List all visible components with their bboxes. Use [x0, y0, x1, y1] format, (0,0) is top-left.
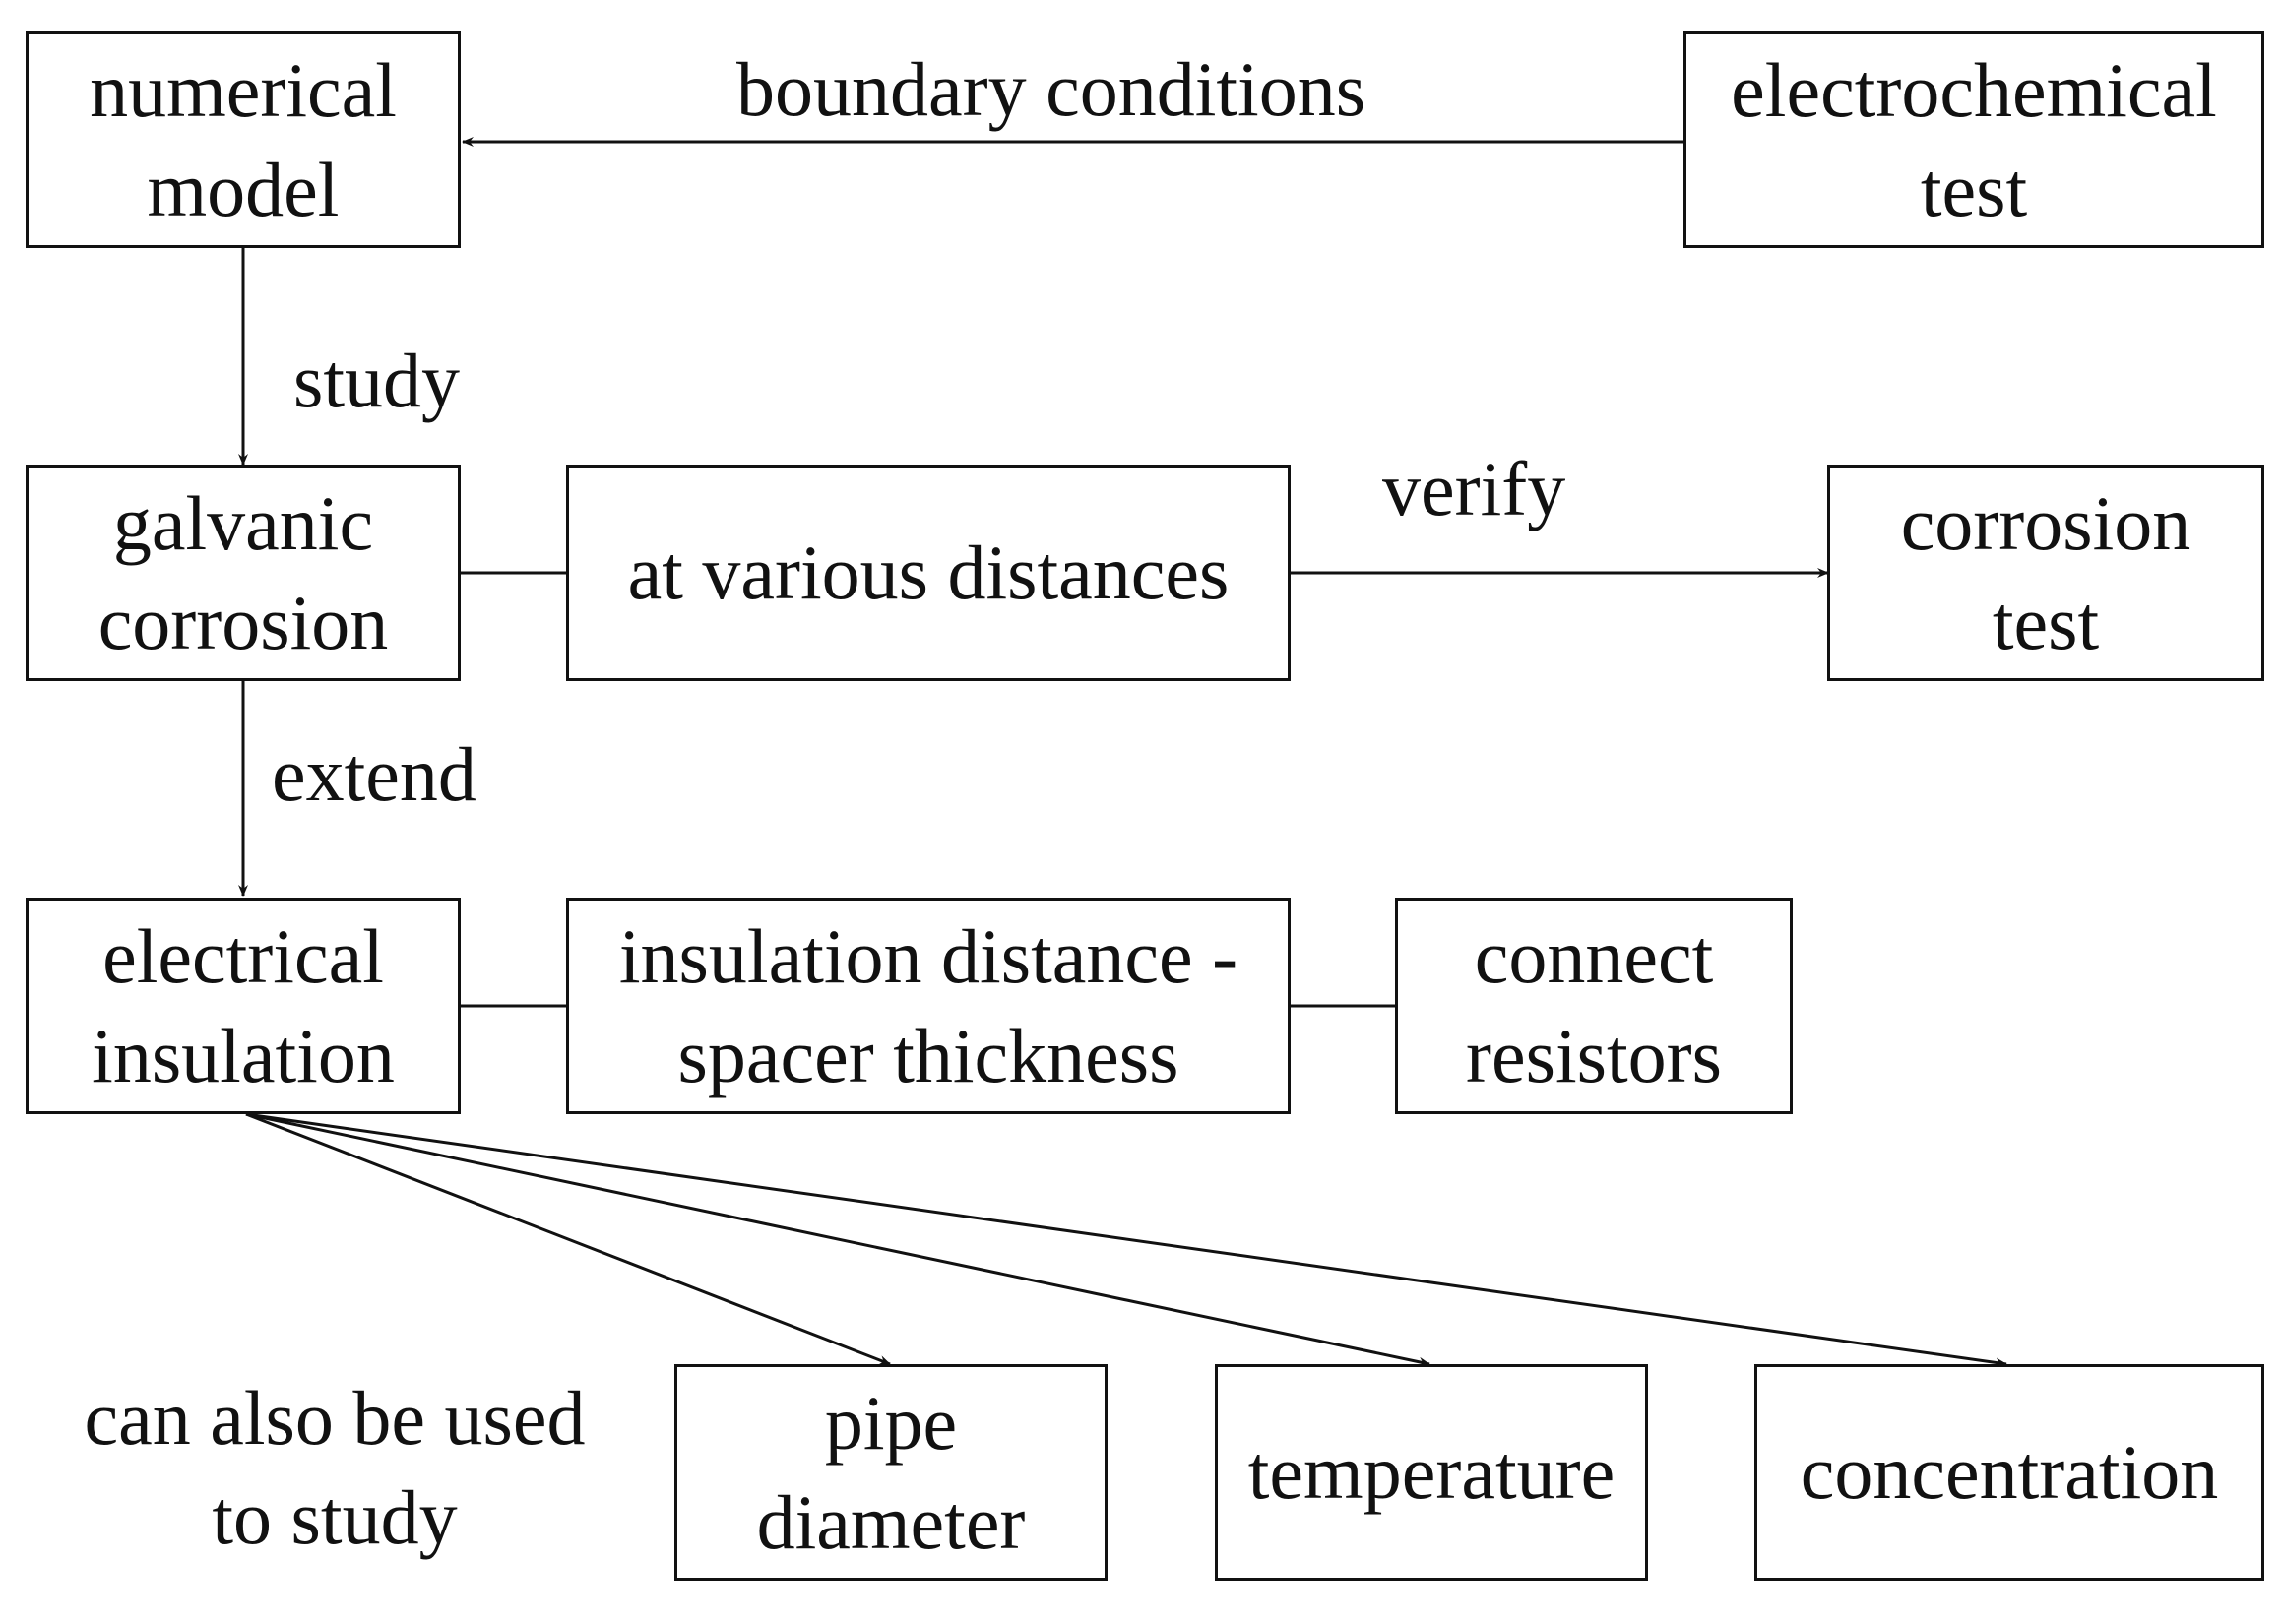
arrow-concentration	[245, 1112, 2007, 1368]
arrow-temperature	[245, 1112, 1430, 1367]
node-line: electrical	[102, 912, 384, 999]
node-pipe-diameter: pipe diameter	[674, 1364, 1108, 1581]
node-electrical-insulation: electrical insulation	[26, 898, 461, 1114]
node-line: diameter	[756, 1479, 1026, 1565]
node-numerical-model: numerical model	[26, 31, 461, 248]
node-line: concentration	[1800, 1429, 2219, 1516]
node-line: corrosion	[97, 580, 389, 665]
label-also-used: can also be used to study	[84, 1375, 586, 1561]
node-line: numerical	[90, 46, 397, 133]
node-line: corrosion	[1900, 479, 2191, 566]
node-line: electrochemical	[1731, 46, 2217, 133]
node-line: connect	[1474, 912, 1714, 999]
node-line: insulation	[92, 1013, 395, 1098]
node-line: pipe	[824, 1379, 958, 1466]
node-line: resistors	[1466, 1013, 1722, 1098]
node-line: temperature	[1247, 1429, 1616, 1516]
node-line: at various distances	[627, 530, 1230, 616]
node-various-distances: at various distances	[566, 465, 1291, 681]
node-line: spacer thickness	[677, 1013, 1179, 1098]
label-study: study	[293, 338, 461, 423]
node-electrochemical-test: electrochemical test	[1683, 31, 2264, 248]
node-line: galvanic	[112, 479, 374, 566]
node-connect-resistors: connect resistors	[1395, 898, 1793, 1114]
node-galvanic-corrosion: galvanic corrosion	[26, 465, 461, 681]
node-corrosion-test: corrosion test	[1827, 465, 2264, 681]
label-verify: verify	[1382, 446, 1566, 531]
node-line: model	[147, 147, 340, 232]
node-insulation-distance: insulation distance - spacer thickness	[566, 898, 1291, 1114]
node-temperature: temperature	[1215, 1364, 1648, 1581]
node-line: insulation distance -	[618, 912, 1238, 999]
node-concentration: concentration	[1754, 1364, 2264, 1581]
arrow-pipe-diameter	[245, 1112, 891, 1366]
label-boundary-conditions: boundary conditions	[736, 46, 1366, 132]
node-line: test	[1920, 147, 2028, 232]
label-extend: extend	[272, 731, 476, 817]
node-line: test	[1992, 580, 2100, 665]
